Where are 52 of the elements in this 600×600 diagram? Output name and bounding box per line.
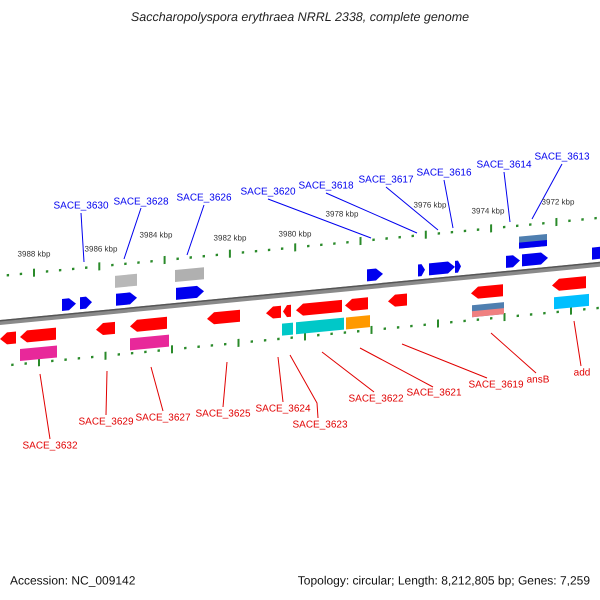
scale-label: 3984 kbp <box>140 232 172 240</box>
leader-line <box>504 172 510 222</box>
leader-line <box>490 332 536 374</box>
scale-label: 3978 kbp <box>326 210 358 220</box>
leader-line <box>386 186 438 230</box>
scale-label: 3986 kbp <box>84 246 118 254</box>
scale-label: 3976 kbp <box>414 202 446 210</box>
leader-line <box>402 344 488 378</box>
leader-line <box>360 348 434 388</box>
leader-line <box>444 180 454 228</box>
gene-label: SACE_3625 <box>195 408 251 420</box>
gene-label: SACE_3623 <box>292 420 348 430</box>
gene-label: SACE_3619 <box>468 380 524 390</box>
leader-line <box>326 192 418 234</box>
leader-line <box>290 354 318 418</box>
accession-text: Accession: NC_009142 <box>10 574 136 588</box>
gene-label: SACE_3624 <box>255 404 311 414</box>
gene-label: SACE_3613 <box>534 152 590 162</box>
leader-line <box>40 374 50 440</box>
title: Saccharopolyspora erythraea NRRL 2338, complete genome <box>130 11 470 25</box>
gene-label: SACE_3621 <box>406 388 462 398</box>
gene-label: SACE_3614 <box>476 160 532 170</box>
gene-label: SACE_3629 <box>78 416 134 428</box>
leader-line <box>106 370 108 416</box>
gene-label: SACE_3622 <box>348 394 404 404</box>
gene-label: ansB <box>526 374 550 386</box>
leader-line <box>186 204 204 256</box>
leader-line <box>222 362 228 408</box>
scale-label: 3988 kbp <box>18 250 50 260</box>
scale-label: 3980 kbp <box>278 230 312 240</box>
leader-line <box>574 320 582 366</box>
gene-label: SACE_3627 <box>135 412 191 424</box>
leader-line <box>80 212 84 262</box>
gene-label: SACE_3628 <box>113 196 169 208</box>
gene-label: SACE_3630 <box>53 200 109 212</box>
gene-label: SACE_3632 <box>22 440 78 452</box>
leader-line <box>322 352 374 392</box>
gene-label: SACE_3618 <box>298 180 354 192</box>
scale-label: 3972 kbp <box>542 198 574 208</box>
scale-label: 3982 kbp <box>214 234 246 244</box>
leader-line <box>268 198 372 238</box>
gene-label: SACE_3620 <box>240 186 296 198</box>
gene-label: SACE_3616 <box>416 168 472 178</box>
leader-line <box>124 208 142 260</box>
genome-summary: Topology: circular; Length: 8,212,805 bp; Genes: 7,259 <box>298 574 590 588</box>
gene-label: add <box>574 368 590 378</box>
leader-line <box>150 366 164 412</box>
gene-label: SACE_3626 <box>176 192 232 204</box>
leader-line <box>278 356 284 402</box>
leader-line <box>532 164 562 220</box>
gene-label: SACE_3617 <box>358 174 414 186</box>
scale-label: 3974 kbp <box>472 208 504 216</box>
